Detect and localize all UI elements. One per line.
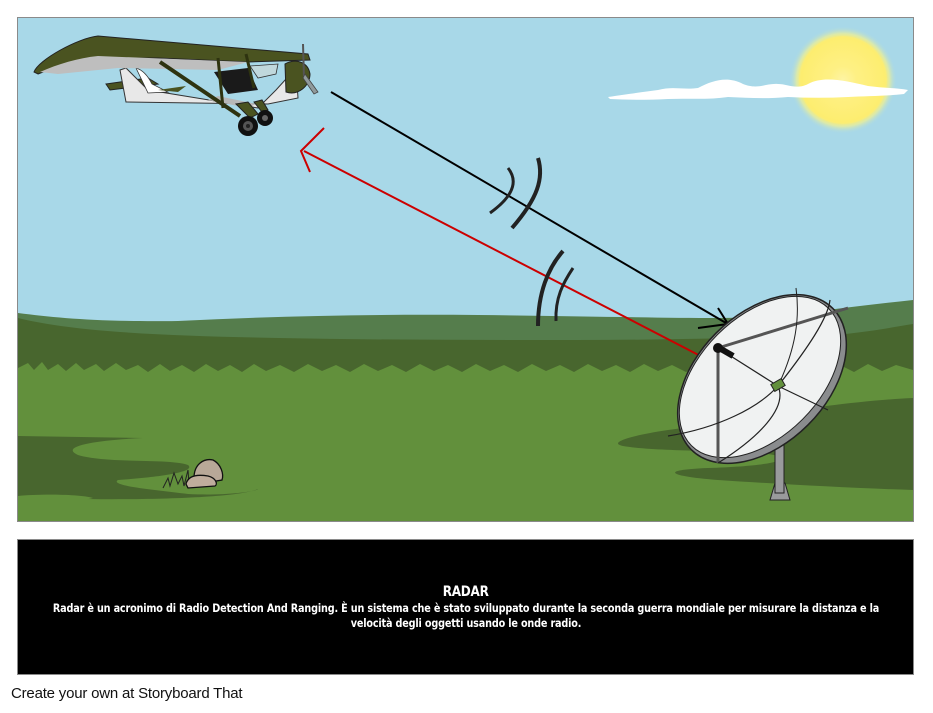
radar-dish <box>667 287 849 501</box>
rocks-icon <box>162 458 224 489</box>
cloud-icon <box>608 79 908 100</box>
airplane <box>33 35 319 136</box>
storyboard-that-link[interactable]: Create your own at Storyboard That <box>11 685 243 702</box>
caption-panel: RADAR Radar è un acronimo di Radio Detec… <box>17 539 914 675</box>
outgoing-signal-arrow <box>330 91 730 329</box>
reflected-signal-arrow <box>299 127 715 364</box>
sun-icon <box>789 26 897 134</box>
storyboard-cell <box>17 17 914 522</box>
caption-body: Radar è un acronimo di Radio Detection A… <box>52 601 879 630</box>
caption-title: RADAR <box>442 584 489 600</box>
scene-illustration <box>18 18 913 521</box>
field-highlight <box>18 494 93 502</box>
field-shadow-left <box>18 436 258 500</box>
